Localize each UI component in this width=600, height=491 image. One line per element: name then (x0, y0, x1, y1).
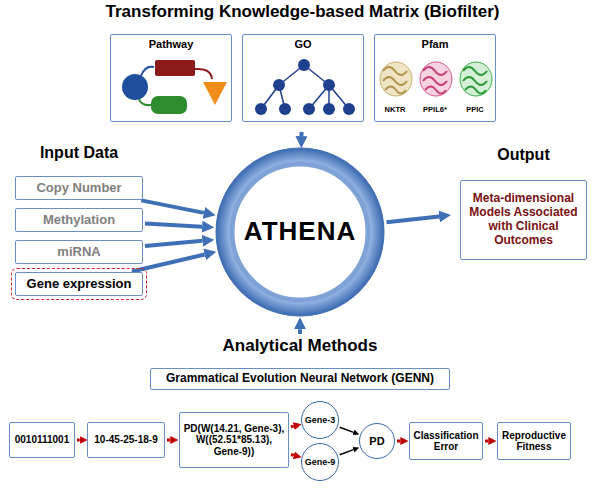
node-label: miRNA (57, 245, 100, 260)
athena-outer-ring (216, 148, 384, 316)
input-box: miRNA (15, 240, 143, 264)
node-label: PD (369, 435, 384, 448)
connector-arrow (141, 200, 204, 212)
pathway-link (139, 99, 151, 105)
panel-heading: Analytical Methods (5, 336, 595, 358)
connector-arrow (298, 329, 302, 334)
connector-arrow (291, 453, 294, 457)
output-box: Meta-dimensional Models Associated with … (460, 180, 587, 260)
node-label: Gene-9 (305, 457, 336, 467)
protein-structure (460, 62, 492, 96)
node-label: Classification Error (412, 430, 480, 453)
input-box: Copy Number (15, 176, 143, 200)
connector-arrow (145, 241, 202, 246)
pathway-molecule (122, 74, 148, 100)
methods-panel: Analytical MethodsGrammatical Evolution … (5, 336, 595, 489)
connector-arrow (340, 450, 354, 455)
input-neuron: Gene-9 (301, 443, 339, 481)
node-label: Methylation (43, 213, 115, 228)
connector-arrow (291, 425, 294, 429)
node-label: Meta-dimensional Models Associated with … (463, 192, 584, 247)
node-label: Reproductive Fitness (500, 430, 568, 453)
model-box: PD(W(14.21, Gene-3), W((52.51*85.13), Ge… (179, 412, 289, 468)
pathway-complex (151, 96, 187, 114)
pathway-protein (155, 60, 195, 76)
node-label: PD(W(14.21, Gene-3), W((52.51*85.13), Ge… (182, 423, 286, 458)
node-label: Pfam (375, 38, 495, 51)
input-panel: Input DataCopy NumberMethylation miRNA Gen… (5, 144, 153, 304)
box-label: Pathway (111, 38, 231, 51)
go-box: GO (242, 34, 364, 122)
node-label: 0010111001 (15, 434, 70, 446)
output-neuron: PD (359, 423, 395, 459)
panel-heading: Input Data (5, 144, 153, 164)
connector-arrow (340, 427, 354, 432)
pathway-box: Pathway (110, 34, 232, 122)
go-tree-terms (255, 59, 355, 115)
protein-structure (420, 62, 452, 96)
node-label: Gene expression (27, 277, 132, 292)
hub-label: ATHENA (244, 217, 356, 247)
genome-box: 0010111001 (9, 422, 75, 458)
box-label: GO (243, 38, 363, 51)
protein-label: PPIC (455, 106, 495, 115)
node-label: 10-45-25-18-9 (94, 434, 157, 446)
athena-circle: ATHENA (215, 147, 385, 317)
panel-heading: Transforming Knowledge-based Matrix (Bio… (95, 2, 510, 24)
evaluation-box: Classification Error (409, 422, 483, 460)
connector-arrow (485, 440, 488, 443)
input-neuron: Gene-3 (301, 401, 339, 439)
athena-inner-disc (233, 165, 367, 299)
node-label: Copy Number (36, 181, 121, 196)
connector-arrow (386, 216, 439, 222)
knowledge-panel: Transforming Knowledge-based Matrix (Bio… (95, 2, 510, 130)
node-label: Gene-3 (305, 415, 336, 425)
connector-arrow (299, 132, 303, 136)
pathway-link (141, 67, 154, 76)
protein-label: NKTR (375, 106, 415, 115)
connector-arrow (167, 439, 170, 442)
connector-arrow (397, 440, 400, 443)
fitness-box: Reproductive Fitness (497, 422, 571, 460)
codon-box: 10-45-25-18-9 (87, 422, 165, 458)
pfam-box: PfamNKTRPPIL6*PPIC (374, 34, 496, 122)
pathway-link (195, 69, 212, 79)
input-box: Methylation (15, 208, 143, 232)
protein-structure (380, 62, 412, 96)
connector-arrow (145, 224, 202, 227)
output-panel: OutputMeta-dimensional Models Associated… (452, 146, 595, 268)
panel-heading: Output (452, 146, 595, 168)
input-box-highlighted: Gene expression (15, 272, 143, 296)
protein-label: PPIL6* (415, 106, 455, 115)
node-label: Grammatical Evolution Neural Network (GE… (166, 372, 434, 386)
method-title-box: Grammatical Evolution Neural Network (GE… (150, 368, 450, 390)
connector-arrow (77, 439, 80, 442)
go-tree-edges (261, 65, 349, 109)
pathway-product (203, 82, 227, 105)
